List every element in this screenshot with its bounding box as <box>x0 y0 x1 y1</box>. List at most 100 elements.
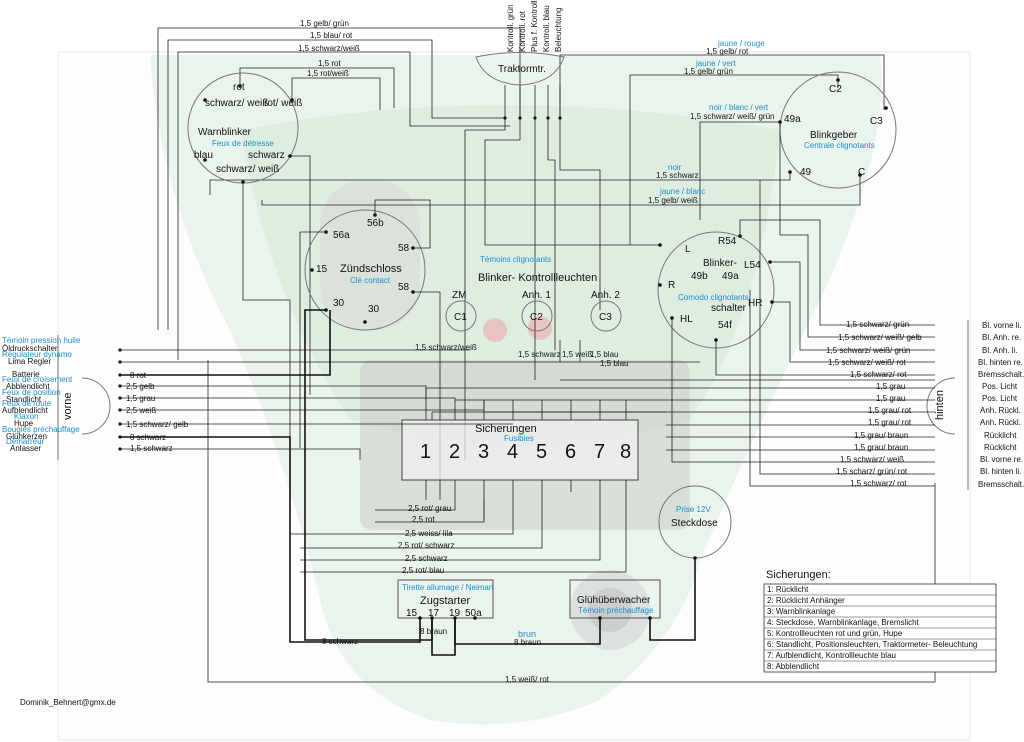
steckdose-label-fr: Prise 12V <box>676 505 711 514</box>
wire-label: 1,5 grau <box>876 394 905 403</box>
warnblinker: rot schwarz/ weiß rot/ weiß Warnblinker … <box>187 72 311 530</box>
sicherungen: Sicherungen Fusibles 1 2 3 4 5 6 7 8 <box>401 400 666 520</box>
gluehueberwacher-label: Glühüberwacher <box>577 595 651 606</box>
vorne-item-fr: Feux de position <box>2 388 61 397</box>
lamp-top-label: Anh. 2 <box>591 290 620 301</box>
lamp-id: C1 <box>454 312 467 323</box>
wire-label: 1,5 schwarz/weiß <box>415 343 477 352</box>
wire-label-fr: brun <box>518 629 536 639</box>
hinten-wires: 1,5 schwarz/ grün 1,5 schwarz/ weiß/ gel… <box>425 180 935 488</box>
blinkgeber-pin: 49 <box>800 167 812 178</box>
wire-label: 2,5 rot <box>412 515 435 524</box>
hinten-item: Bl. hinten li. <box>980 467 1021 476</box>
blinkerschalter-pin: 49b <box>691 271 708 282</box>
legend-item: 6: Standlicht, Positionsleuchten, Trakto… <box>767 640 977 649</box>
lamp-top-label: ZM <box>452 290 466 301</box>
wire-label: 1,5 schwarz/ weiß/ rot <box>828 358 907 367</box>
blinkerschalter-label2: schalter <box>711 303 747 314</box>
legend-item: 1: Rücklicht <box>767 585 809 594</box>
hinten-item: Bl. vorne li. <box>982 321 1022 330</box>
wire-label-fr: jaune / rouge <box>717 39 765 48</box>
traktormeter-pin: Kontroll. blau <box>542 5 551 52</box>
legend-title: Sicherungen: <box>766 569 831 581</box>
vorne-item: Lima Regler <box>8 357 51 366</box>
hinten-item: Bl. vorne re. <box>980 455 1023 464</box>
wire-label: 1,5 grau/ braun <box>854 431 908 440</box>
traktormeter: Traktormtr. Kontroll. grün Kontroll. rot… <box>464 0 660 460</box>
wire-label: 1,5 grau/ rot <box>868 418 912 427</box>
gluehueberwacher: Glühüberwacher Témoin préchauffage <box>569 558 696 641</box>
wire-label: 1,5 blau <box>600 359 628 368</box>
warnblinker-label-fr: Feux de détresse <box>212 139 274 148</box>
traktormeter-pin: Beleuchtung <box>554 8 563 52</box>
wire-label: 1,5 gelb/ weiß <box>648 196 698 205</box>
wire-label: 2,5 schwarz <box>405 554 448 563</box>
wire-label: 2,5 gelb <box>126 382 155 391</box>
lamp-id: C3 <box>599 312 612 323</box>
zugstarter-pin: 17 <box>428 608 440 619</box>
wire-label: 1,5 schwarz/ weiß <box>840 455 904 464</box>
hinten-item: Rücklicht <box>984 431 1017 440</box>
wire-label: 2,5 rot/ schwarz <box>398 541 454 550</box>
blinkerschalter-pin: 54f <box>718 320 732 331</box>
blinkerschalter-pin: HR <box>748 298 762 309</box>
zuendschloss-pin: 15 <box>316 264 328 275</box>
vorne-label: vorne <box>62 392 74 420</box>
wire-label: 2,5 weiß <box>126 406 156 415</box>
wire-label: 1,5 weiß/ rot <box>505 675 550 684</box>
wire-label: 2,5 rot/ blau <box>402 566 444 575</box>
vorne-item-fr: Témoin pression huile <box>2 336 81 345</box>
wire-label: 1,5 schwarz/ weiß/ grün <box>826 346 910 355</box>
vorne-items: Témoin pression huile Öldruckschalter Ré… <box>2 336 81 453</box>
blinkerschalter-label1: Blinker- <box>703 258 737 269</box>
vorne-item-fr: Bougies préchauffage <box>2 425 80 434</box>
zuendschloss-label-fr: Clé contact <box>350 276 391 285</box>
vorne-connector: vorne Témoin pression huile Öldruckschal… <box>2 310 513 460</box>
fuse-number: 3 <box>478 441 489 463</box>
legend-item: 3: Warnblinkanlage <box>767 607 836 616</box>
fuse-number: 7 <box>594 441 605 463</box>
background-photo <box>57 51 971 741</box>
zuendschloss-pin: 56a <box>333 230 350 241</box>
vorne-item-fr: Régulateur dynamo <box>2 350 72 359</box>
wire-label: 1,5 schwarz/ weiß/ gelb <box>838 333 922 342</box>
fuse-number: 4 <box>507 441 518 463</box>
wire-label: 8 rot <box>130 371 147 380</box>
wire-label-fr: noir <box>668 163 682 172</box>
zugstarter-inner-wire: 8 braun <box>420 627 447 636</box>
wire-label-fr: jaune / vert <box>695 59 736 68</box>
vorne-item: Batterie <box>12 370 40 379</box>
hinten-item: Bl. Anh. li. <box>982 346 1018 355</box>
wire-label: 1,5 weiß <box>562 350 592 359</box>
traktormeter-pin: Plus f. Kontroll. <box>530 0 539 52</box>
wire-label: 2,5 rot/ grau <box>408 504 451 513</box>
vorne-item: Glühkerzen <box>6 432 47 441</box>
hinten-item: Bl. hinten re. <box>978 358 1023 367</box>
kontrollleuchten: Témoins clignotants Blinker- Kontrollleu… <box>445 255 622 332</box>
wire-label: 8 braun <box>514 638 541 647</box>
warnblinker-pin: schwarz/ weiß <box>205 98 268 109</box>
zuendschloss-pin: 58 <box>398 282 410 293</box>
warnblinker-pin: schwarz <box>248 150 285 161</box>
warnblinker-pin: rot <box>233 82 245 93</box>
sicherungen-label-fr: Fusibles <box>504 434 534 443</box>
wire-label: 1,5 rot <box>318 59 341 68</box>
fuse-legend: Sicherungen: 1: Rücklicht 2: Rücklicht A… <box>763 569 997 673</box>
vorne-item: Abblendlicht <box>6 382 50 391</box>
traktormeter-pin: Kontroll. rot <box>518 10 527 52</box>
wire-label: 8 schwarz <box>130 433 166 442</box>
vorne-item: Anlasser <box>10 444 41 453</box>
hinten-item: Bl. Anh. re. <box>982 333 1021 342</box>
blinkerschalter-label-fr: Comodo clignotants <box>678 293 749 302</box>
wire-label: 1,5 schwarz <box>518 350 561 359</box>
blinkgeber-pin: 49a <box>784 114 801 125</box>
lamp-top-label: Anh. 1 <box>522 290 551 301</box>
legend-item: 7: Aufblendlicht, Kontrollleuchte blau <box>767 651 896 660</box>
vorne-wires: 8 rot 2,5 gelb 1,5 grau 2,5 weiß 1,5 sch… <box>118 310 513 460</box>
zugstarter-pin: 50a <box>465 608 482 619</box>
wire-label-fr: jaune / blanc <box>659 187 705 196</box>
wire-label: 1,5 grau <box>126 394 155 403</box>
wire-label-fr: noir / blanc / vert <box>709 103 769 112</box>
middle-wires: 1,5 schwarz/weiß 1,5 schwarz 1,5 weiß 1,… <box>120 340 700 368</box>
